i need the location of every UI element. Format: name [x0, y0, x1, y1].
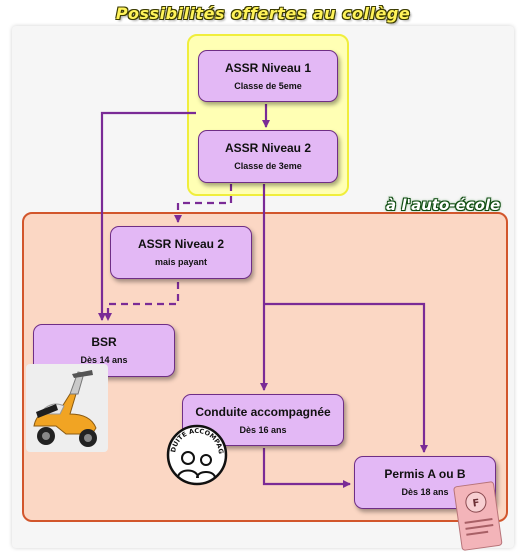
node-conduite-accompagnee-subtitle: Dès 16 ans: [239, 425, 287, 435]
node-assr-niveau-1-subtitle: Classe de 5eme: [234, 81, 302, 91]
conduite-accompagnee-badge: CONDUITE ACCOMPAGNÉE: [166, 424, 228, 486]
node-assr-niveau-2: ASSR Niveau 2 Classe de 3eme: [198, 130, 338, 183]
node-permis-a-ou-b-subtitle: Dès 18 ans: [401, 487, 449, 497]
node-assr-niveau-1-title: ASSR Niveau 1: [224, 61, 312, 75]
node-assr-niveau-2-title: ASSR Niveau 2: [224, 141, 312, 155]
node-assr-niveau-2-payant: ASSR Niveau 2 mais payant: [110, 226, 252, 279]
auto-ecole-title: à l'auto-école: [386, 196, 501, 214]
permis-card-image: F: [453, 481, 503, 551]
edge-conduite-to-permis: [262, 448, 351, 488]
college-title: Possibilités offertes au collège: [115, 4, 411, 23]
node-conduite-accompagnee-title: Conduite accompagnée: [195, 405, 331, 419]
node-permis-a-ou-b: Permis A ou B Dès 18 ans: [354, 456, 496, 509]
node-permis-a-ou-b-title: Permis A ou B: [384, 467, 466, 481]
node-assr-niveau-2-subtitle: Classe de 3eme: [234, 161, 302, 171]
scooter-image: [26, 364, 108, 452]
node-bsr-subtitle: Dès 14 ans: [80, 355, 128, 365]
node-assr-niveau-2-payant-subtitle: mais payant: [154, 257, 208, 267]
node-bsr-title: BSR: [91, 335, 117, 349]
permis-card-letter: F: [472, 498, 480, 510]
edge-assr2-to-assr2-payant: [174, 184, 233, 223]
edge-branch-to-permis: [264, 302, 428, 453]
edge-assr2-payant-to-bsr: [104, 282, 180, 321]
node-assr-niveau-2-payant-title: ASSR Niveau 2: [137, 237, 225, 251]
node-assr-niveau-1: ASSR Niveau 1 Classe de 5eme: [198, 50, 338, 102]
edge-assr1-to-bsr: [98, 111, 196, 321]
